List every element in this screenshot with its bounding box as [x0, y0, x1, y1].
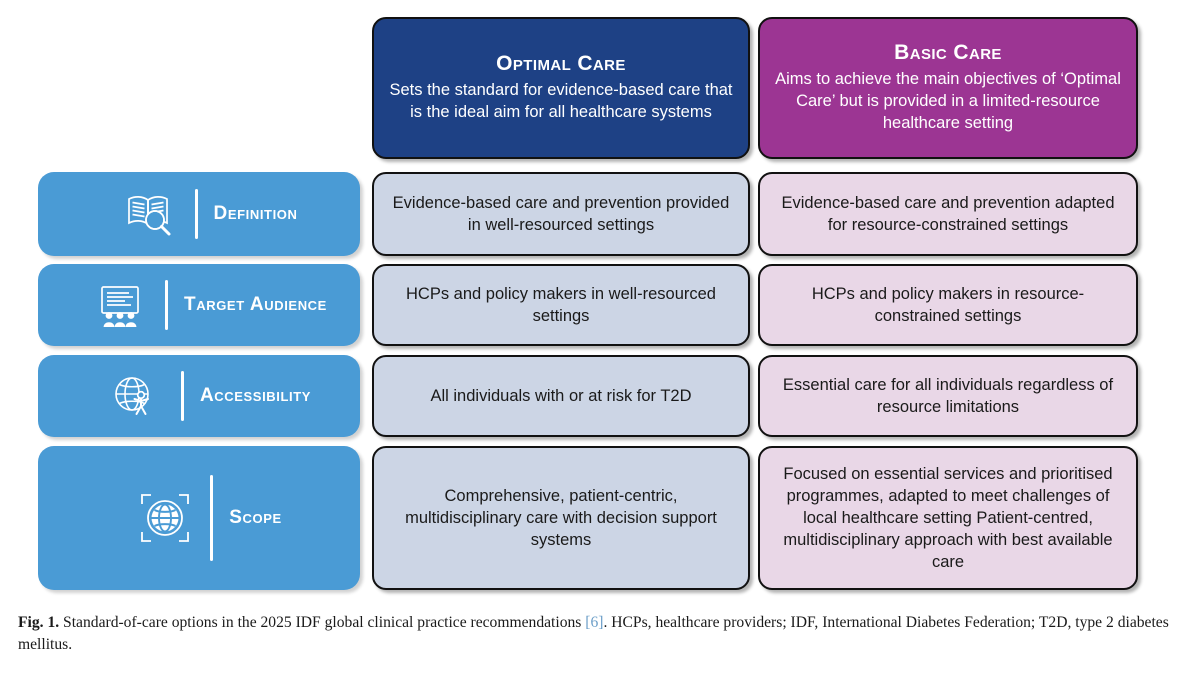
column-header-basic-care: Basic Care Aims to achieve the main obje…	[758, 17, 1138, 159]
figure-caption: Fig. 1. Standard-of-care options in the …	[18, 612, 1186, 656]
cell-definition-optimal: Evidence-based care and prevention provi…	[372, 172, 750, 256]
row-label-text-scope: Scope	[229, 507, 282, 528]
cell-text: HCPs and policy makers in resource-const…	[811, 284, 1085, 325]
citation-link[interactable]: [6]	[585, 614, 604, 631]
label-divider	[165, 280, 169, 330]
cell-definition-basic: Evidence-based care and prevention adapt…	[758, 172, 1138, 256]
row-label-definition: Definition	[38, 172, 360, 256]
cell-text: Focused on essential services and priori…	[783, 464, 1113, 572]
cell-target-audience-basic: HCPs and policy makers in resource-const…	[758, 264, 1138, 346]
cell-text: All individuals with or at risk for T2D	[430, 386, 692, 405]
cell-accessibility-optimal: All individuals with or at risk for T2D	[372, 355, 750, 437]
label-divider	[180, 371, 184, 421]
column-subtitle-optimal: Sets the standard for evidence-based car…	[389, 81, 733, 121]
cell-scope-optimal: Comprehensive, patient-centric, multidis…	[372, 446, 750, 590]
presentation-audience-icon	[89, 276, 151, 334]
row-label-text-accessibility: Accessibility	[199, 385, 312, 406]
cell-text: Evidence-based care and prevention provi…	[392, 193, 730, 234]
column-header-optimal-care: Optimal Care Sets the standard for evide…	[372, 17, 750, 159]
caption-text-before-citation: Standard-of-care options in the 2025 IDF…	[59, 614, 586, 631]
cell-accessibility-basic: Essential care for all individuals regar…	[758, 355, 1138, 437]
column-subtitle-basic: Aims to achieve the main objectives of ‘…	[775, 70, 1121, 132]
cell-target-audience-optimal: HCPs and policy makers in well-resourced…	[372, 264, 750, 346]
cell-text: Comprehensive, patient-centric, multidis…	[405, 486, 717, 550]
cell-text: Essential care for all individuals regar…	[782, 375, 1114, 416]
row-label-text-target-audience: Target Audience	[184, 294, 327, 315]
label-divider	[194, 188, 198, 240]
column-title-optimal: Optimal Care	[496, 52, 626, 76]
label-divider	[210, 474, 214, 562]
row-label-text-definition: Definition	[213, 203, 298, 224]
figure-number: Fig. 1.	[18, 614, 60, 631]
standard-of-care-figure: Optimal Care Sets the standard for evide…	[38, 17, 1138, 590]
globe-target-icon	[134, 489, 196, 547]
caption-text-after-citation: . HCPs, healthcare providers; IDF, Inter…	[18, 614, 1169, 654]
globe-person-icon	[105, 367, 167, 425]
cell-scope-basic: Focused on essential services and priori…	[758, 446, 1138, 590]
cell-text: HCPs and policy makers in well-resourced…	[406, 284, 716, 325]
row-label-accessibility: Accessibility	[38, 355, 360, 437]
book-magnifier-icon	[119, 185, 181, 243]
row-label-target-audience: Target Audience	[38, 264, 360, 346]
cell-text: Evidence-based care and prevention adapt…	[781, 193, 1115, 234]
row-label-scope: Scope	[38, 446, 360, 590]
column-title-basic: Basic Care	[894, 41, 1002, 65]
